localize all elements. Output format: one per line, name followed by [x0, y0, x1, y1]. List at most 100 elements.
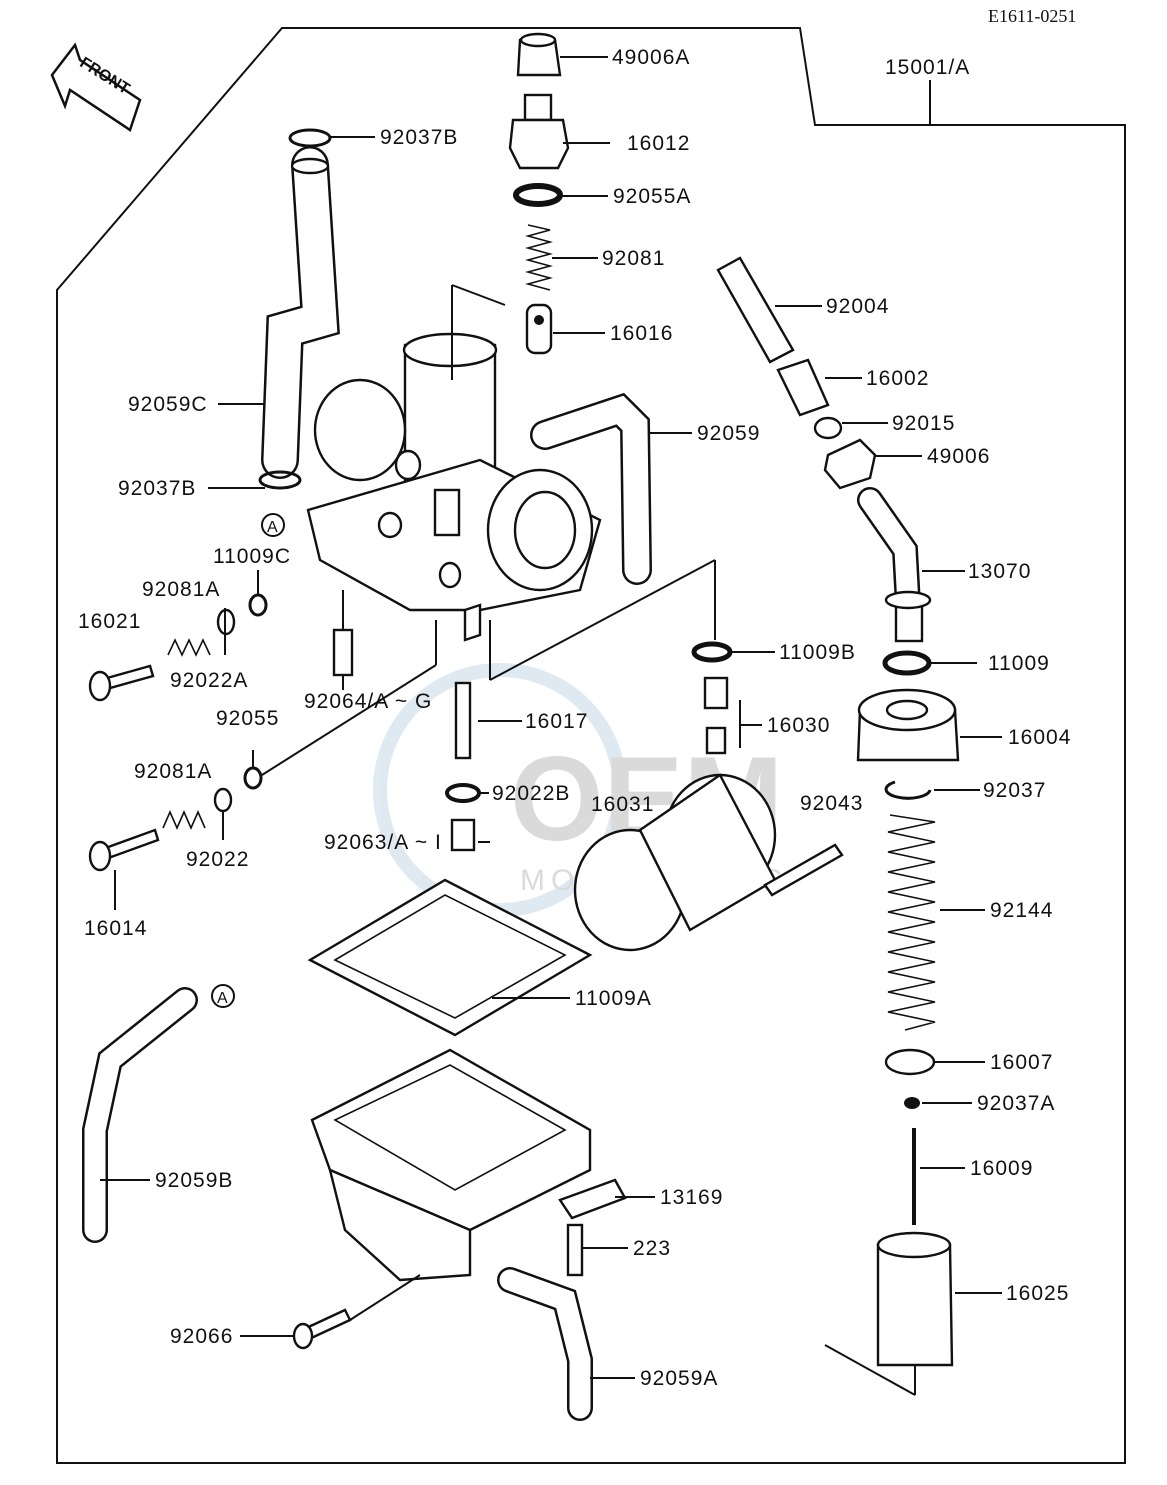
part-11009A-gasket	[307, 878, 593, 1037]
label-92081A-lower: 92081A	[134, 760, 212, 783]
part-92066-drain-screw	[292, 1308, 352, 1350]
part-92059A-hose	[497, 1267, 593, 1421]
label-92037B-bottom: 92037B	[118, 477, 196, 500]
label-92037B-top: 92037B	[380, 126, 458, 149]
ref-marker-A-upper: A	[261, 513, 285, 537]
label-16004: 16004	[1008, 726, 1071, 749]
ref-marker-A-upper-label: A	[267, 519, 278, 536]
part-16009-needle	[912, 1128, 916, 1225]
label-16012: 16012	[627, 132, 690, 155]
label-223: 223	[633, 1237, 671, 1260]
label-16002: 16002	[866, 367, 929, 390]
part-13169-bracket	[558, 1178, 627, 1220]
float-bowl	[310, 1048, 592, 1282]
part-92037A-clip	[904, 1097, 920, 1109]
label-92022B: 92022B	[492, 782, 570, 805]
part-16021-screw	[88, 664, 155, 702]
part-16007-retainer	[884, 1048, 936, 1076]
label-11009: 11009	[988, 652, 1050, 675]
label-11009B: 11009B	[779, 641, 856, 664]
part-49006A-cap	[516, 32, 562, 77]
label-92059A: 92059A	[640, 1367, 718, 1390]
part-92063-jet	[450, 818, 476, 852]
part-92043-pin	[763, 843, 844, 897]
label-16025: 16025	[1006, 1282, 1069, 1305]
label-49006A: 49006A	[612, 46, 690, 69]
label-92055A: 92055A	[613, 185, 691, 208]
part-92037B-clip-top	[288, 128, 332, 148]
label-49006: 49006	[927, 445, 990, 468]
label-13070: 13070	[968, 560, 1031, 583]
label-16014: 16014	[84, 917, 147, 940]
frame-outline	[56, 27, 1126, 1464]
part-92081A-spring-upper	[167, 638, 211, 657]
part-92059C-hose	[261, 146, 340, 479]
label-92064: 92064/A ~ G	[304, 690, 432, 713]
part-92022-washer	[213, 787, 233, 813]
part-92059B-hose	[82, 987, 198, 1243]
label-92043: 92043	[800, 792, 863, 815]
part-16025-throttle-slide	[876, 1231, 954, 1367]
label-92022A: 92022A	[170, 669, 248, 692]
part-11009C-oring	[248, 593, 268, 617]
part-92055-oring	[243, 766, 263, 790]
part-92004-cable-tube	[716, 256, 795, 364]
leader-lines	[100, 56, 1002, 1396]
ref-marker-A-lower: A	[211, 984, 235, 1008]
part-92081-spring	[524, 224, 554, 291]
part-16030-needle-valve	[703, 676, 729, 755]
part-11009B-washer	[691, 641, 733, 663]
part-16012-adjuster	[508, 93, 570, 170]
label-92144: 92144	[990, 899, 1053, 922]
label-16030: 16030	[767, 714, 830, 737]
label-13169: 13169	[660, 1186, 723, 1209]
label-16009: 16009	[970, 1157, 1033, 1180]
front-arrow-icon: FRONT	[50, 42, 142, 132]
label-16031: 16031	[591, 793, 654, 816]
label-92081A-upper: 92081A	[142, 578, 220, 601]
part-16014-screw	[88, 828, 160, 872]
part-16016	[525, 303, 553, 355]
label-92055: 92055	[216, 707, 279, 730]
part-49006-cap	[823, 438, 877, 490]
part-92037-clip	[884, 780, 932, 800]
part-92037B-clip-bottom	[258, 470, 302, 490]
label-15001A: 15001/A	[885, 56, 970, 79]
carburetor-body	[306, 332, 602, 642]
label-92037: 92037	[983, 779, 1046, 802]
label-16021: 16021	[78, 610, 141, 633]
part-92059-hose	[530, 392, 652, 585]
part-92144-spring	[887, 814, 936, 1031]
label-11009C: 11009C	[213, 545, 291, 568]
label-92022: 92022	[186, 848, 249, 871]
part-92064-pilot-jet	[332, 628, 354, 677]
part-92015-nut	[813, 416, 843, 440]
label-92066: 92066	[170, 1325, 233, 1348]
label-92059: 92059	[697, 422, 760, 445]
diagram-code: E1611-0251	[988, 6, 1076, 26]
part-13070-elbow	[857, 487, 932, 643]
part-11009-washer	[882, 650, 932, 676]
label-92004: 92004	[826, 295, 889, 318]
part-92022B-washer	[445, 783, 481, 803]
label-92081: 92081	[602, 247, 665, 270]
label-92037A: 92037A	[977, 1092, 1055, 1115]
label-16007: 16007	[990, 1051, 1053, 1074]
part-labels: 49006A 15001/A 92037B 16012 92055A 92081…	[78, 46, 1071, 1390]
label-92059C: 92059C	[128, 393, 208, 416]
part-16002-nut	[776, 358, 830, 417]
part-92055A-washer	[513, 183, 563, 207]
label-16017: 16017	[525, 710, 588, 733]
label-92063: 92063/A ~ I	[324, 831, 442, 854]
label-16016: 16016	[610, 322, 673, 345]
label-11009A: 11009A	[575, 987, 652, 1010]
ref-marker-A-lower-label: A	[217, 990, 228, 1007]
part-16017-emulsion-tube	[454, 681, 472, 760]
part-16004-top-cap	[856, 688, 960, 762]
label-92059B: 92059B	[155, 1169, 233, 1192]
part-92081A-spring-lower	[162, 810, 206, 830]
part-223-screw	[566, 1223, 584, 1277]
label-92015: 92015	[892, 412, 955, 435]
